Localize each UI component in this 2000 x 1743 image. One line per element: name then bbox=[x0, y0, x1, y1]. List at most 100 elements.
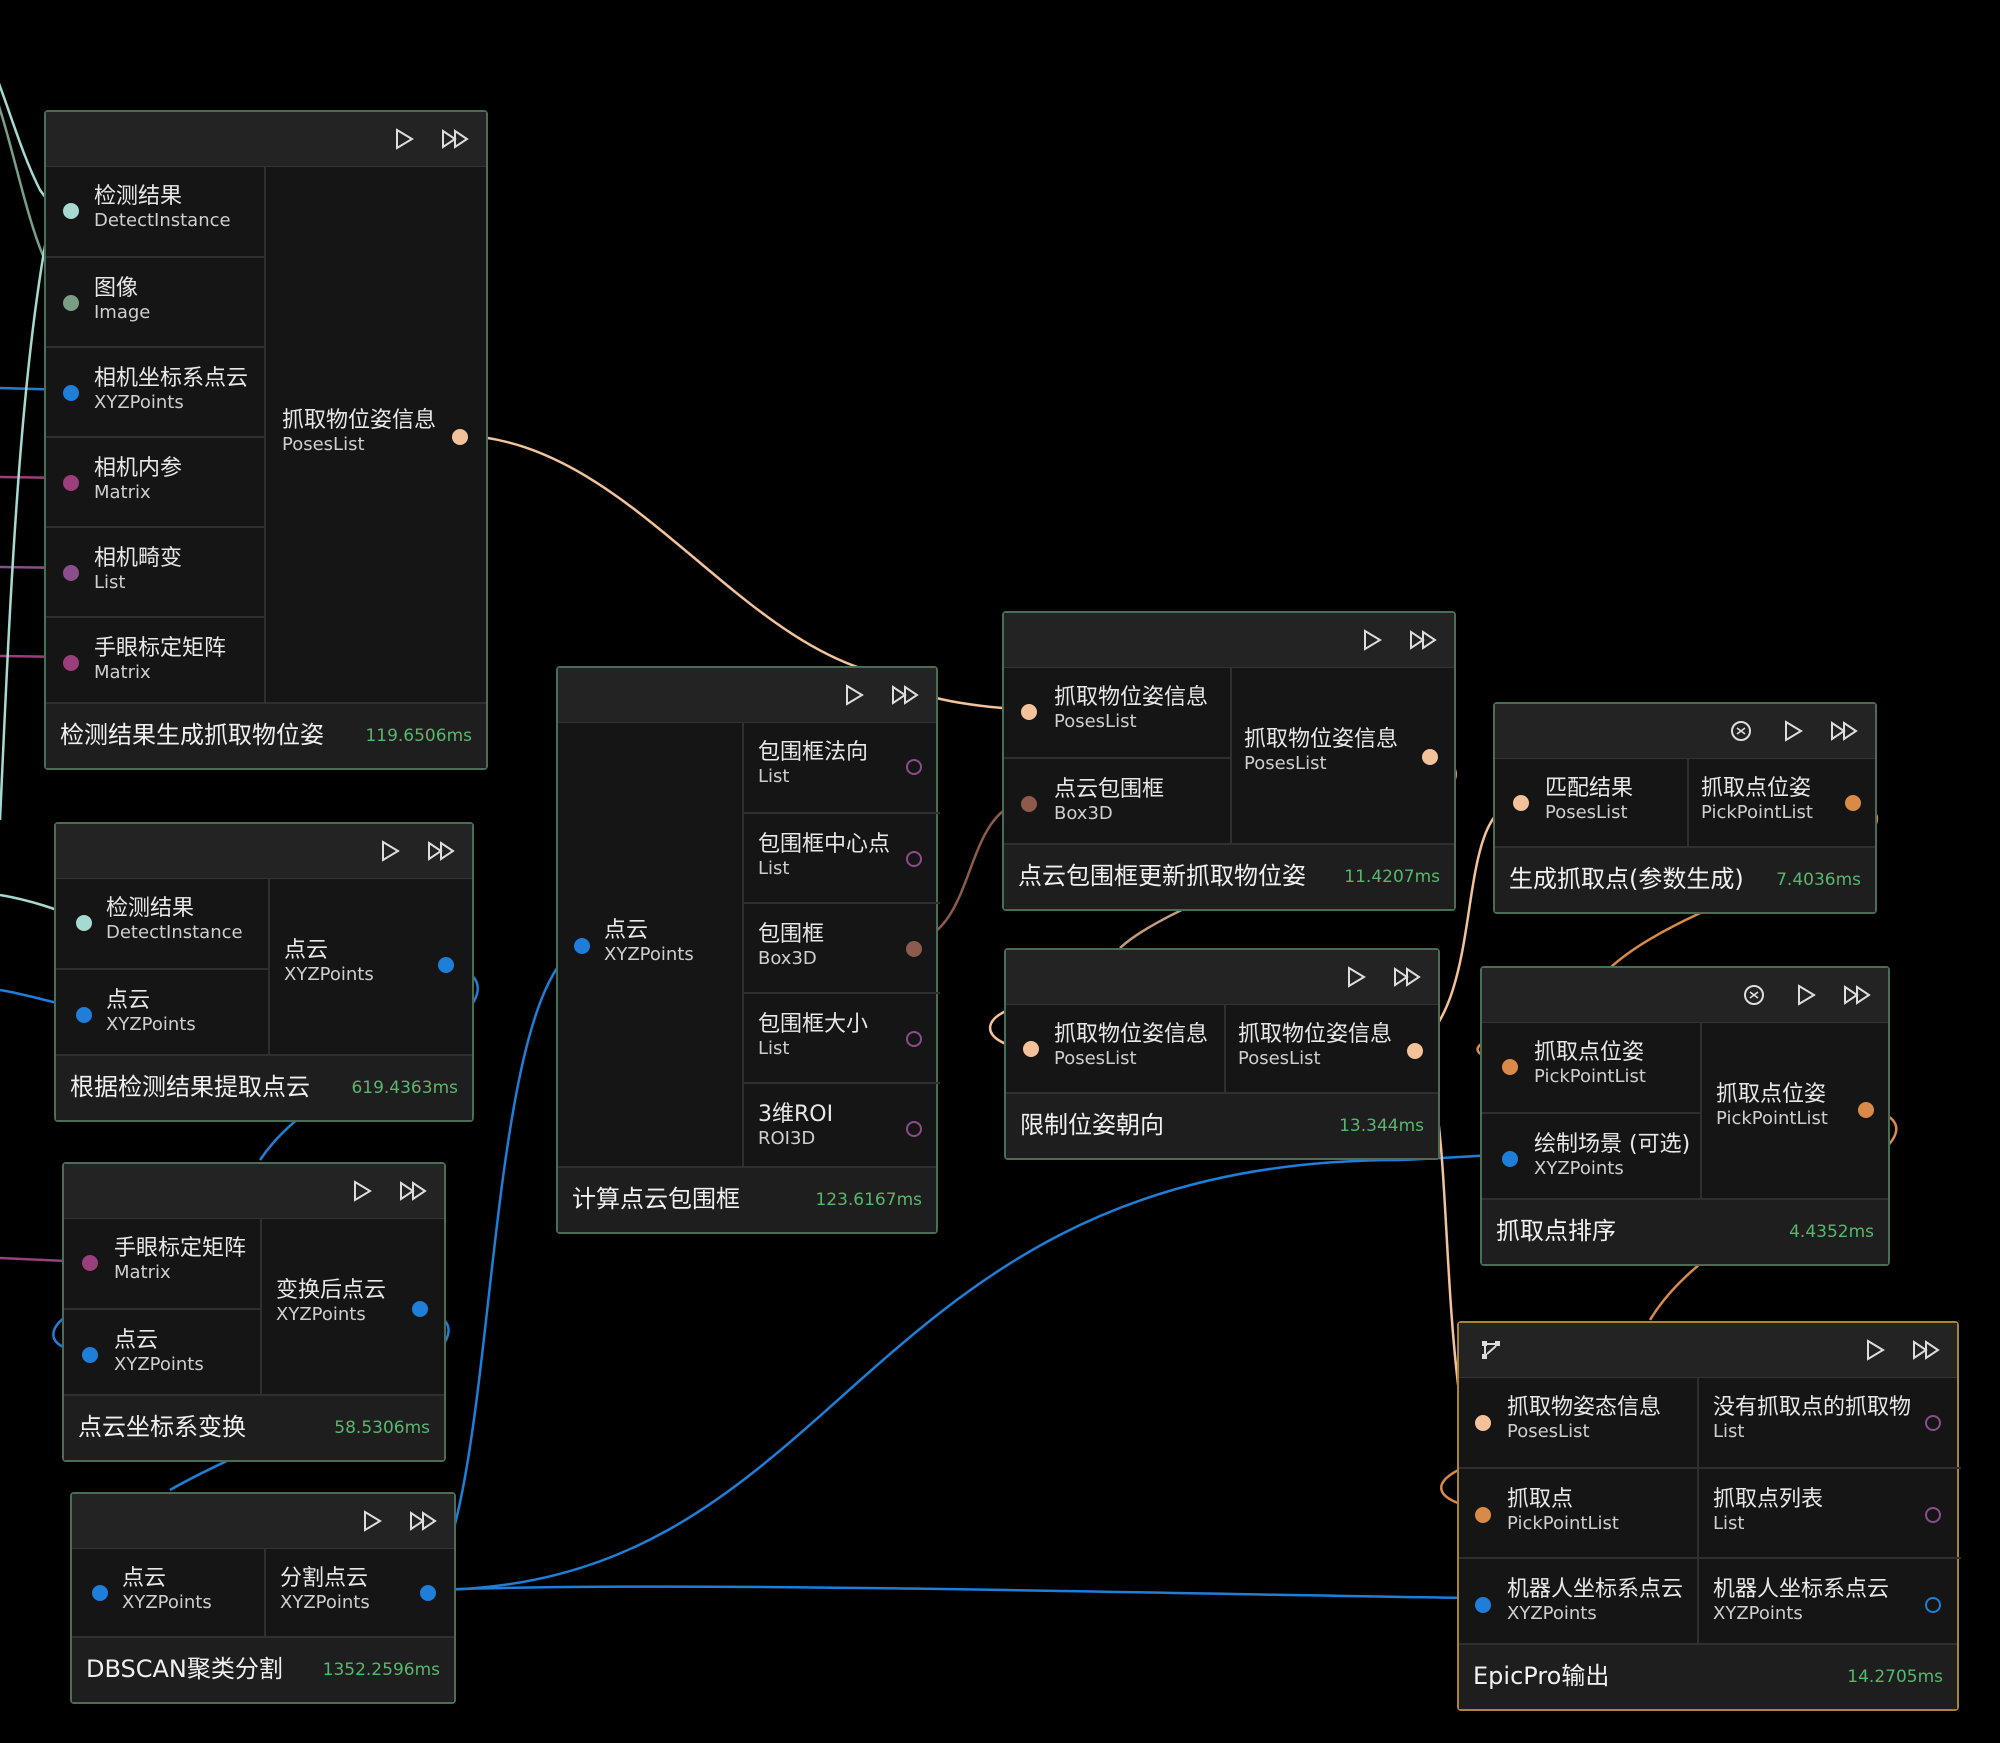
node-title: 根据检测结果提取点云 bbox=[70, 1073, 310, 1101]
run-to-end-icon[interactable] bbox=[886, 675, 926, 715]
port-type: PickPointList bbox=[1701, 802, 1813, 823]
run-to-end-icon[interactable] bbox=[1388, 957, 1428, 997]
port-list-output[interactable] bbox=[906, 851, 922, 867]
port-type: PosesList bbox=[1545, 802, 1628, 823]
run-icon[interactable] bbox=[1336, 957, 1376, 997]
run-icon[interactable] bbox=[352, 1501, 392, 1541]
node-timing: 123.6167ms bbox=[815, 1190, 922, 1210]
run-icon[interactable] bbox=[1352, 620, 1392, 660]
port-box3d-output[interactable] bbox=[906, 941, 922, 957]
port-scene-input[interactable] bbox=[1502, 1151, 1518, 1167]
port-detect-input[interactable] bbox=[76, 915, 92, 931]
port-list-output[interactable] bbox=[906, 759, 922, 775]
run-to-end-icon[interactable] bbox=[1907, 1330, 1947, 1370]
port-type: XYZPoints bbox=[1713, 1603, 1803, 1624]
run-icon[interactable] bbox=[342, 1171, 382, 1211]
run-to-end-icon[interactable] bbox=[436, 119, 476, 159]
run-to-end-icon[interactable] bbox=[1838, 975, 1878, 1015]
port-poses-output[interactable] bbox=[1407, 1043, 1423, 1059]
port-pickpoint-output[interactable] bbox=[1858, 1102, 1874, 1118]
port-pickpoint-input[interactable] bbox=[1475, 1507, 1491, 1523]
port-type: List bbox=[94, 572, 126, 593]
port-points-input[interactable] bbox=[63, 385, 79, 401]
run-icon[interactable] bbox=[1855, 1330, 1895, 1370]
settings-icon[interactable] bbox=[1734, 975, 1774, 1015]
port-roi-output[interactable] bbox=[906, 1121, 922, 1137]
graph-icon[interactable] bbox=[1471, 1330, 1511, 1370]
port-poses-input[interactable] bbox=[1513, 795, 1529, 811]
port-points-input[interactable] bbox=[92, 1585, 108, 1601]
port-matrix-input[interactable] bbox=[63, 475, 79, 491]
port-list-input[interactable] bbox=[63, 565, 79, 581]
port-label: 点云 bbox=[122, 1566, 167, 1591]
port-label: 绘制场景 (可选) bbox=[1534, 1132, 1691, 1157]
port-list-output[interactable] bbox=[1925, 1415, 1941, 1431]
port-points-input[interactable] bbox=[574, 938, 590, 954]
run-icon[interactable] bbox=[1786, 975, 1826, 1015]
settings-icon[interactable] bbox=[1721, 711, 1761, 751]
port-poses-output[interactable] bbox=[452, 429, 468, 445]
run-icon[interactable] bbox=[370, 831, 410, 871]
port-type: PosesList bbox=[1054, 711, 1137, 732]
run-to-end-icon[interactable] bbox=[404, 1501, 444, 1541]
run-icon[interactable] bbox=[834, 675, 874, 715]
port-poses-input[interactable] bbox=[1475, 1415, 1491, 1431]
port-points-output[interactable] bbox=[438, 957, 454, 973]
port-image-input[interactable] bbox=[63, 295, 79, 311]
run-icon[interactable] bbox=[384, 119, 424, 159]
port-poses-input[interactable] bbox=[1021, 704, 1037, 720]
run-to-end-icon[interactable] bbox=[1825, 711, 1865, 751]
port-label: 机器人坐标系点云 bbox=[1507, 1577, 1684, 1602]
port-points-output[interactable] bbox=[420, 1585, 436, 1601]
port-label: 抓取物位姿信息 bbox=[1238, 1022, 1393, 1047]
port-matrix-input[interactable] bbox=[63, 655, 79, 671]
node-title: 点云包围框更新抓取物位姿 bbox=[1018, 862, 1306, 890]
port-points-input[interactable] bbox=[76, 1007, 92, 1023]
port-type: XYZPoints bbox=[280, 1592, 370, 1613]
port-list-output[interactable] bbox=[1925, 1507, 1941, 1523]
port-label: 检测结果 bbox=[94, 184, 183, 209]
port-label: 手眼标定矩阵 bbox=[114, 1236, 247, 1261]
port-pickpoint-input[interactable] bbox=[1502, 1059, 1518, 1075]
run-to-end-icon[interactable] bbox=[394, 1171, 434, 1211]
port-type: List bbox=[1713, 1421, 1745, 1442]
port-type: Box3D bbox=[1054, 803, 1113, 824]
port-box3d-input[interactable] bbox=[1021, 796, 1037, 812]
port-poses-input[interactable] bbox=[1023, 1041, 1039, 1057]
port-type: XYZPoints bbox=[284, 964, 374, 985]
run-to-end-icon[interactable] bbox=[1404, 620, 1444, 660]
port-list-output[interactable] bbox=[906, 1031, 922, 1047]
port-points-output[interactable] bbox=[1925, 1597, 1941, 1613]
run-to-end-icon[interactable] bbox=[422, 831, 462, 871]
port-points-input[interactable] bbox=[82, 1347, 98, 1363]
port-label: 手眼标定矩阵 bbox=[94, 636, 227, 661]
port-pickpoint-output[interactable] bbox=[1845, 795, 1861, 811]
node-header bbox=[56, 824, 472, 879]
port-type: DetectInstance bbox=[106, 922, 243, 943]
port-label: 抓取物位姿信息 bbox=[1054, 685, 1209, 710]
port-label: 包围框 bbox=[758, 922, 825, 947]
port-label: 包围框大小 bbox=[758, 1012, 869, 1037]
run-icon[interactable] bbox=[1773, 711, 1813, 751]
port-poses-output[interactable] bbox=[1422, 749, 1438, 765]
port-points-input[interactable] bbox=[1475, 1597, 1491, 1613]
node-header bbox=[1006, 950, 1438, 1005]
port-detect-input[interactable] bbox=[63, 203, 79, 219]
node-header bbox=[1459, 1323, 1957, 1378]
port-type: List bbox=[1713, 1513, 1745, 1534]
port-label: 抓取点 bbox=[1507, 1487, 1574, 1512]
node-header bbox=[1004, 613, 1454, 668]
port-points-output[interactable] bbox=[412, 1301, 428, 1317]
port-matrix-input[interactable] bbox=[82, 1255, 98, 1271]
node-timing: 11.4207ms bbox=[1344, 867, 1440, 887]
